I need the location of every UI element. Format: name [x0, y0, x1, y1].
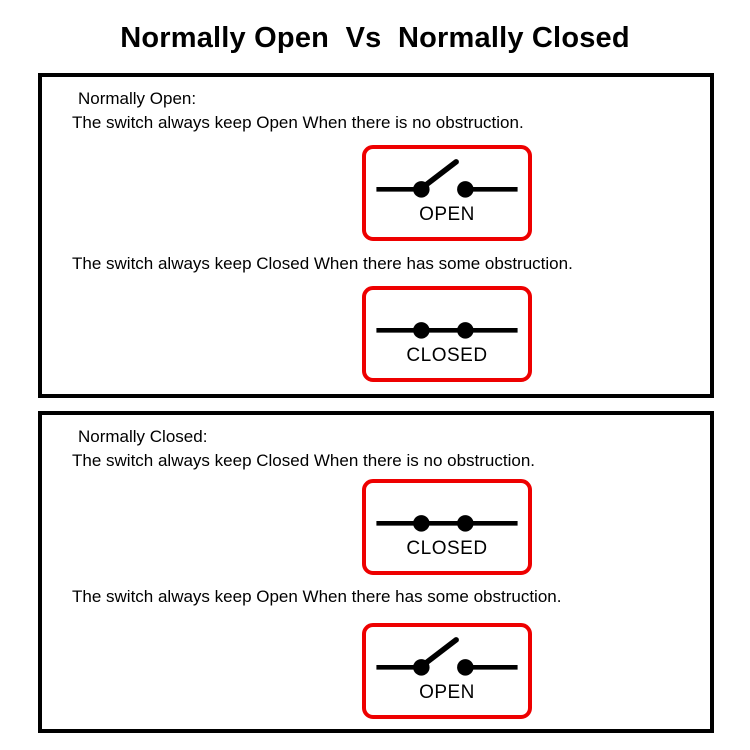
switch-open-icon — [376, 159, 518, 198]
page-title: Normally Open Vs Normally Closed — [120, 22, 630, 54]
panel-heading-normally-open: Normally Open: — [78, 89, 197, 108]
switch-state-label: OPEN — [419, 204, 475, 225]
switch-symbol-open: OPEN — [362, 145, 532, 241]
panel-normally-open: Normally Open: The switch always keep Op… — [38, 73, 714, 398]
switch-closed-icon — [376, 322, 518, 339]
panel-heading-normally-closed: Normally Closed: — [78, 427, 208, 446]
panel-normally-closed: Normally Closed: The switch always keep … — [38, 411, 714, 733]
switch-open-icon — [376, 637, 518, 676]
switch-state-label: CLOSED — [406, 538, 488, 559]
description-some-obstruction: The switch always keep Open When there h… — [72, 587, 562, 606]
switch-symbol-closed: CLOSED — [362, 479, 532, 575]
switch-symbol-open: OPEN — [362, 623, 532, 719]
description-some-obstruction: The switch always keep Closed When there… — [72, 254, 573, 273]
description-no-obstruction: The switch always keep Closed When there… — [72, 451, 536, 470]
switch-state-label: CLOSED — [406, 345, 488, 366]
description-no-obstruction: The switch always keep Open When there i… — [72, 113, 524, 132]
switch-closed-icon — [376, 515, 518, 532]
switch-state-label: OPEN — [419, 682, 475, 703]
switch-symbol-closed: CLOSED — [362, 286, 532, 382]
